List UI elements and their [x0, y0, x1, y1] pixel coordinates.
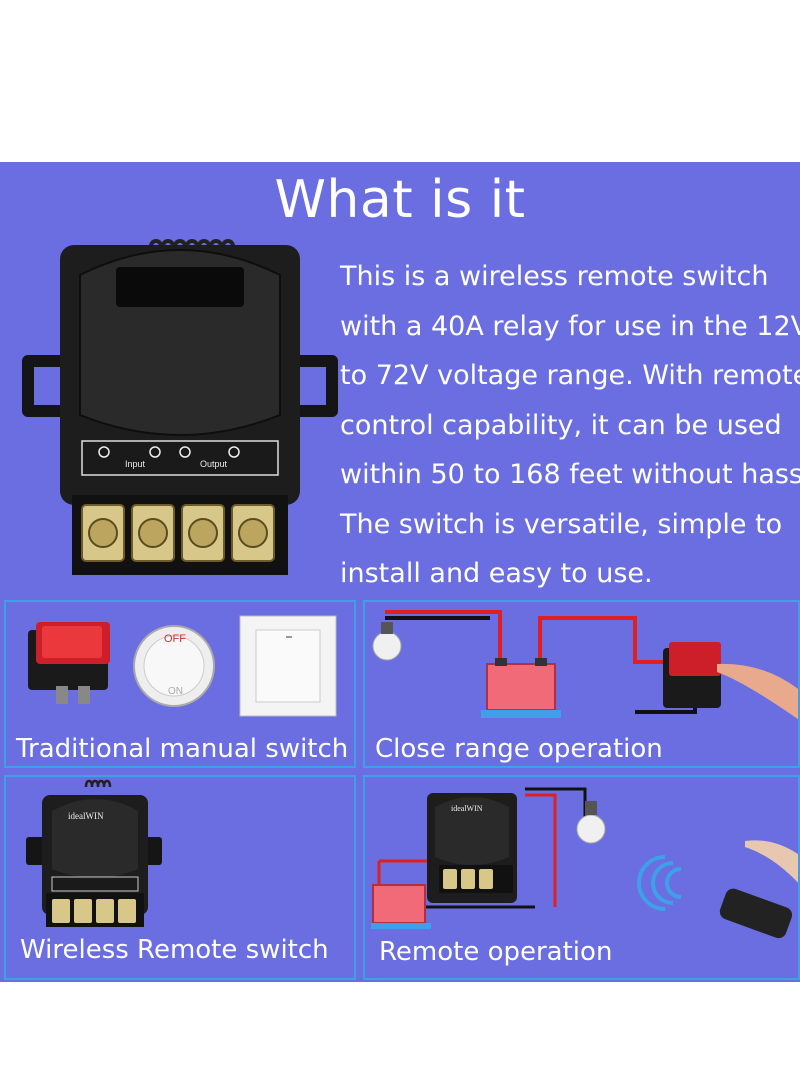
page-title: What is it — [274, 170, 526, 230]
description-line: This is a wireless remote switch — [340, 261, 769, 292]
panel-caption: Remote operation — [379, 937, 613, 967]
panel-wireless-switch: idealWIN Wireless Remote switch — [4, 775, 356, 980]
panel-remote-operation: idealWIN Remote operation — [363, 775, 800, 980]
on-label: ON — [168, 686, 183, 697]
panel-close-range: Close range operation — [363, 600, 800, 768]
brand-label: idealWIN — [451, 804, 483, 813]
panel-caption: Wireless Remote switch — [20, 935, 329, 965]
close-range-illustration — [372, 610, 798, 720]
description-line: control capability, it can be used — [340, 409, 782, 441]
description-line: within 50 to 168 feet without hassle. — [340, 459, 800, 490]
panel-caption: Close range operation — [375, 734, 663, 764]
description-line: to 72V voltage range. With remote — [340, 360, 800, 391]
manual-switches-illustration: OFF ON — [28, 615, 337, 717]
off-label: OFF — [164, 633, 186, 645]
relay-device-image: Input Output — [20, 205, 340, 585]
description-line: The switch is versatile, simple to — [340, 508, 783, 540]
wireless-relay-illustration: idealWIN — [26, 779, 162, 927]
panel-caption: Traditional manual switch — [16, 734, 349, 764]
description-line: install and easy to use. — [340, 558, 653, 589]
panel-traditional-switch: OFF ON Traditional manual switch — [4, 600, 356, 768]
description: This is a wireless remote switch with a … — [340, 252, 800, 599]
input-label: Input — [125, 459, 146, 469]
output-label: Output — [200, 459, 228, 469]
remote-operation-illustration: idealWIN — [371, 787, 798, 939]
description-line: with a 40A relay for use in the 12V — [340, 310, 800, 342]
brand-label: idealWIN — [68, 811, 104, 821]
